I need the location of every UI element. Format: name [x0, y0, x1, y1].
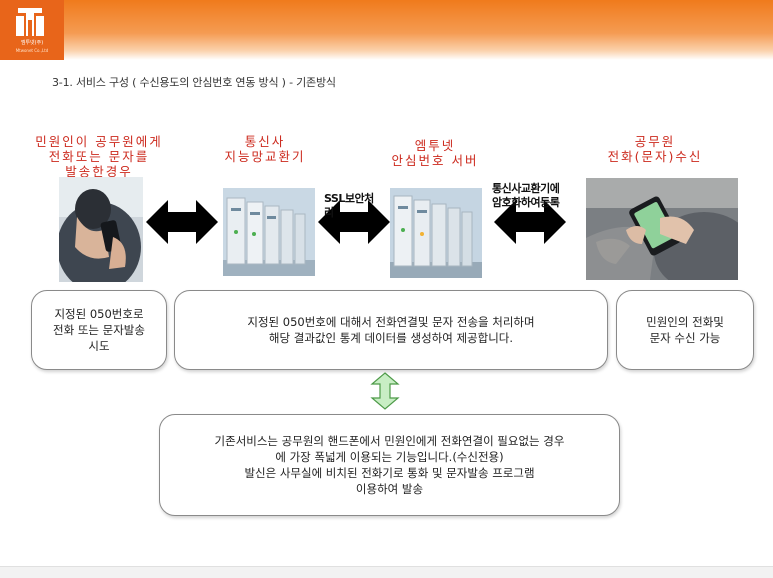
description-box-service: 기존서비스는 공무원의 핸드폰에서 민원인에게 전화연결이 필요없는 경우 에 …	[159, 414, 620, 516]
box-text-line: 발신은 사무실에 비치된 전화기로 통화 및 문자발송 프로그램	[244, 466, 535, 480]
description-box-process: 지정된 050번호에 대해서 전화연결및 문자 전송을 처리하며 해당 결과값인…	[174, 290, 608, 370]
arrow-label-register: 통신사교환기에 암호화하여등록	[492, 182, 560, 210]
header-band	[0, 0, 773, 60]
node-title-carrier: 통신사 지능망교환기	[200, 134, 330, 164]
node-title-server: 엠투넷 안심번호 서버	[370, 138, 500, 168]
footer-strip	[0, 566, 773, 578]
description-box-citizen: 지정된 050번호로 전화 또는 문자발송 시도	[31, 290, 167, 370]
box-text-line: 지정된 050번호로	[54, 307, 144, 321]
company-logo: 엠투넷(주) Mtwonet Co.,Ltd	[0, 0, 64, 60]
server-room-photo	[390, 188, 482, 278]
double-arrow-icon	[494, 200, 566, 244]
node-title-line: 공무원	[634, 134, 676, 149]
node-title-citizen: 민원인이 공무원에게 전화또는 문자를 발송한경우	[14, 134, 184, 179]
box-text-line: 에 가장 폭넓게 이용되는 기능입니다.(수신전용)	[275, 450, 504, 464]
arrow-label-line: 암호화하여등록	[492, 196, 560, 209]
box-text-line: 이용하여 발송	[355, 482, 424, 496]
node-title-line: 전화또는 문자를	[48, 149, 150, 164]
box-text-line: 시도	[88, 339, 110, 353]
node-title-line: 지능망교환기	[224, 149, 306, 164]
logo-subtext: Mtwonet Co.,Ltd	[15, 48, 49, 53]
arrow-label-ssl: SSL보안처 리	[324, 192, 374, 220]
arrow-label-line: SSL보안처	[324, 192, 374, 205]
node-title-official: 공무원 전화(문자)수신	[590, 134, 720, 164]
double-arrow-icon	[318, 200, 390, 244]
official-phone-photo	[586, 178, 738, 280]
carrier-exchange-photo	[223, 188, 315, 276]
description-box-official: 민원인의 전화및 문자 수신 가능	[616, 290, 754, 370]
arrow-label-line: 통신사교환기에	[492, 182, 560, 195]
box-text-line: 민원인의 전화및	[646, 315, 724, 329]
node-title-line: 발송한경우	[65, 164, 133, 179]
citizen-phone-photo	[59, 177, 143, 282]
logo-icon	[16, 8, 44, 36]
arrow-label-line: 리	[324, 206, 334, 219]
node-title-line: 전화(문자)수신	[607, 149, 703, 164]
box-text-line: 해당 결과값인 통계 데이터를 생성하여 제공합니다.	[268, 331, 514, 345]
box-text-line: 기존서비스는 공무원의 핸드폰에서 민원인에게 전화연결이 필요없는 경우	[214, 434, 565, 448]
node-title-line: 민원인이 공무원에게	[35, 134, 163, 149]
slide-subtitle: 3-1. 서비스 구성 ( 수신용도의 안심번호 연동 방식 ) - 기존방식	[52, 76, 336, 89]
node-title-line: 통신사	[244, 134, 286, 149]
node-title-line: 안심번호 서버	[391, 153, 479, 168]
box-text-line: 문자 수신 가능	[649, 331, 721, 345]
vertical-double-arrow-icon	[370, 372, 400, 410]
box-text-line: 전화 또는 문자발송	[53, 323, 145, 337]
double-arrow-icon	[146, 200, 218, 244]
box-text-line: 지정된 050번호에 대해서 전화연결및 문자 전송을 처리하며	[247, 315, 535, 329]
node-title-line: 엠투넷	[414, 138, 456, 153]
logo-text: 엠투넷(주)	[20, 40, 44, 46]
